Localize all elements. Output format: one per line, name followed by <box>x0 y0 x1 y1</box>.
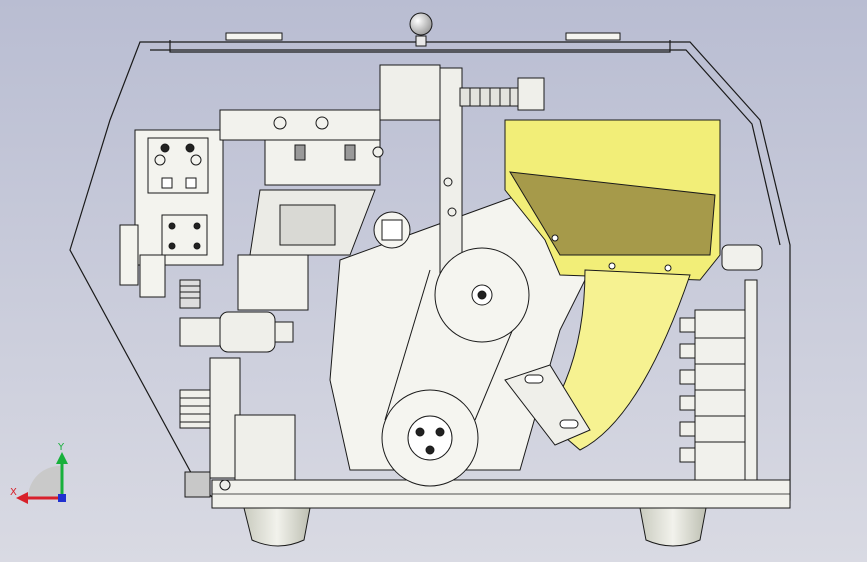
z-axis-marker <box>58 494 66 502</box>
top-knob <box>409 12 433 47</box>
top-slot-right <box>565 32 621 41</box>
top-slot-left <box>225 32 283 41</box>
foot-right <box>639 507 707 547</box>
y-axis-arrow <box>56 452 68 464</box>
highlighted-chute <box>504 119 721 451</box>
tension-arm <box>372 64 545 299</box>
x-axis-arrow <box>16 492 28 504</box>
foot-left <box>243 507 311 547</box>
x-axis-label: X <box>10 487 17 498</box>
triad-base-arc <box>27 465 62 498</box>
coordinate-triad: Y X <box>10 442 68 504</box>
valve-block <box>119 129 224 309</box>
y-axis-label: Y <box>57 442 65 453</box>
lower-left-fittings <box>179 311 296 498</box>
upper-carriage <box>219 109 381 311</box>
slotted-bracket <box>504 364 591 446</box>
right-modules <box>679 244 763 481</box>
belt-drive <box>373 211 530 487</box>
